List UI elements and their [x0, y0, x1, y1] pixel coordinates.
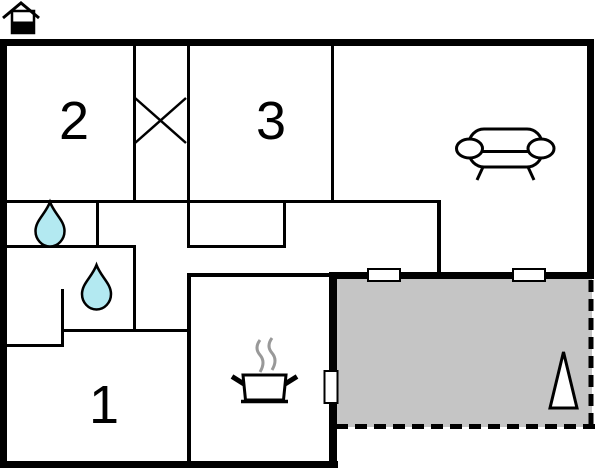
- wall-closet-left: [187, 200, 190, 248]
- wall-room2-corridor: [133, 46, 136, 203]
- sofa-leg: [475, 166, 485, 181]
- wall-bath1-bottom: [0, 245, 136, 248]
- house-roof: [2, 1, 40, 20]
- cooking-pot-icon: [230, 337, 299, 404]
- wall-terrace-top: [330, 272, 594, 279]
- wall-outer-right: [587, 39, 594, 279]
- terrace-door-icon: [323, 370, 339, 404]
- steam-line: [255, 339, 265, 373]
- room-3-label: 3: [255, 91, 287, 151]
- wall-bath1-right: [96, 200, 99, 248]
- sofa-leg: [526, 166, 536, 181]
- house-body-base: [11, 21, 35, 34]
- wall-closet-bottom: [187, 245, 286, 248]
- wall-openings: [323, 268, 546, 404]
- wall-outer-bottom: [0, 461, 338, 468]
- wall-hall-right: [437, 202, 441, 274]
- wall-entry-jog-vertical: [61, 289, 64, 347]
- wall-entry-jog-horizontal: [0, 344, 64, 347]
- terrace-area: [337, 279, 592, 427]
- wall-outer-top: [0, 39, 594, 46]
- cross-line: [134, 97, 187, 144]
- wall-kitchen-left: [187, 273, 191, 468]
- wall-corridor-room3: [187, 46, 190, 203]
- window-icon: [367, 268, 401, 282]
- pot-handle: [283, 374, 299, 387]
- wall-hall-horizontal: [0, 200, 441, 203]
- wall-room3-living: [331, 46, 334, 203]
- sofa-armrest: [526, 137, 556, 160]
- room-1-label: 1: [88, 375, 120, 435]
- sofa-icon: [455, 127, 556, 181]
- interior-walls: [0, 46, 441, 468]
- sofa-armrest: [455, 137, 484, 160]
- wardrobe-cross-icon: [134, 97, 187, 144]
- house-icon: [2, 1, 40, 35]
- water-drop-icon: [34, 198, 66, 248]
- water-drop-icon: [80, 261, 113, 311]
- steam-line: [267, 337, 277, 371]
- room-2-label: 2: [58, 91, 90, 151]
- wall-outer-left: [0, 39, 7, 468]
- wall-closet-right: [283, 200, 286, 248]
- tree-icon: [548, 351, 579, 410]
- window-icon: [512, 268, 546, 282]
- pot-body: [241, 373, 288, 402]
- pot-handle: [230, 374, 246, 387]
- wall-room1-top: [62, 329, 190, 332]
- bathroom-icons: [34, 198, 113, 311]
- wall-bath2-right: [133, 245, 136, 332]
- wall-kitchen-top: [187, 273, 333, 277]
